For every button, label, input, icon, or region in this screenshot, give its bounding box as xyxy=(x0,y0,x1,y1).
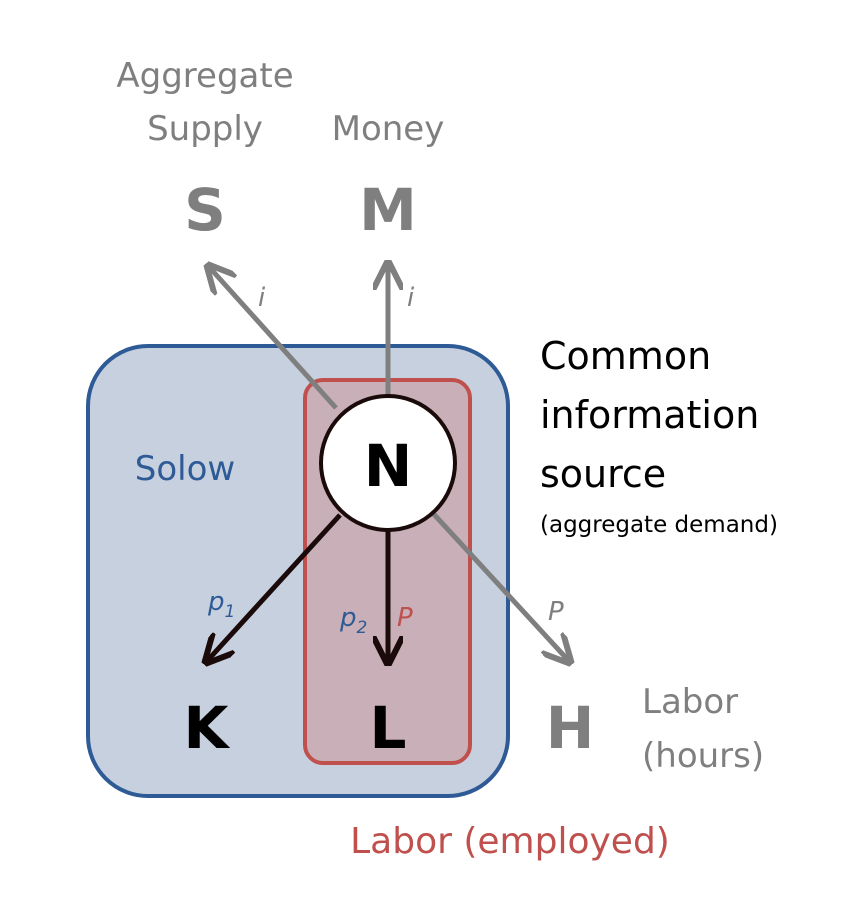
node-n-circle xyxy=(319,394,457,532)
labor-employed-label: Labor (employed) xyxy=(350,821,670,862)
edge-m-label-i: i xyxy=(407,283,415,313)
edge-h-label-P: P xyxy=(548,597,564,627)
aggregate-supply-label-line2: Supply xyxy=(147,109,263,149)
node-s-label: S xyxy=(184,176,226,244)
edge-n-to-k xyxy=(208,513,342,660)
edge-l-label-P: P xyxy=(397,603,413,633)
edge-n-to-h xyxy=(428,508,568,660)
money-label: Money xyxy=(332,109,445,149)
aggregate-supply-label-line1: Aggregate xyxy=(116,56,293,96)
labor-hours-line2: (hours) xyxy=(642,736,764,776)
node-k-label: K xyxy=(184,694,231,762)
node-m-label: M xyxy=(359,176,417,244)
edge-s-label-i: i xyxy=(258,283,266,313)
node-n-label: N xyxy=(364,432,413,500)
common-info-line4: (aggregate demand) xyxy=(540,512,778,538)
node-l-label: L xyxy=(370,694,407,762)
common-info-line3: source xyxy=(540,452,666,496)
edge-n-to-s xyxy=(210,268,338,410)
edge-k-label-p: p1 xyxy=(207,587,235,622)
solow-label: Solow xyxy=(135,449,235,489)
edge-l-label-p: p2 xyxy=(339,603,367,638)
labor-hours-line1: Labor xyxy=(642,682,738,722)
common-info-line1: Common xyxy=(540,334,711,378)
common-info-line2: information xyxy=(540,393,759,437)
node-h-label: H xyxy=(546,694,595,762)
